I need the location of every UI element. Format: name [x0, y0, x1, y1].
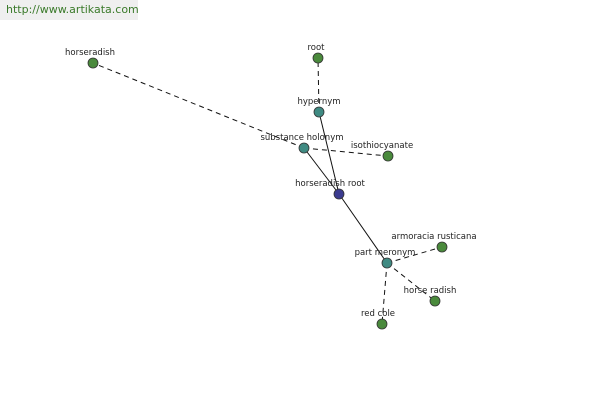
node-label-substance-holonym: substance holonym	[260, 133, 343, 143]
node-label-hypernym: hypernym	[297, 97, 340, 107]
graph-labels: horseradish root hypernym substance holony…	[65, 43, 477, 319]
node-label-red-cole: red cole	[361, 309, 395, 319]
node-label-root: root	[307, 43, 325, 53]
edge-hypernym-to-root	[317, 57, 320, 113]
graph-nodes	[87, 52, 448, 330]
edge-part-meronym-to-red-cole	[381, 262, 388, 325]
node-hypernym[interactable]	[313, 106, 325, 118]
node-horse-radish[interactable]	[429, 295, 441, 307]
node-isothiocyanate[interactable]	[382, 150, 394, 162]
site-watermark: http://www.artikata.com	[0, 0, 139, 20]
edge-horseradish-root-to-substance-holonym	[303, 147, 340, 195]
edge-substance-holonym-to-horseradish	[92, 62, 305, 149]
node-label-part-meronym: part meronym	[355, 248, 416, 258]
node-armoracia-rusticana[interactable]	[436, 241, 448, 253]
node-label-armoracia-rusticana: armoracia rusticana	[391, 232, 476, 242]
node-horseradish-root[interactable]	[333, 188, 345, 200]
node-label-isothiocyanate: isothiocyanate	[351, 141, 413, 151]
node-part-meronym[interactable]	[381, 257, 393, 269]
graph-edges	[92, 57, 443, 325]
node-substance-holonym[interactable]	[298, 142, 310, 154]
node-horseradish[interactable]	[87, 57, 99, 69]
node-root[interactable]	[312, 52, 324, 64]
node-red-cole[interactable]	[376, 318, 388, 330]
edge-part-meronym-to-armoracia-rusticana	[386, 246, 443, 264]
edge-horseradish-root-to-hypernym	[318, 111, 340, 195]
edge-horseradish-root-to-part-meronym	[338, 193, 388, 264]
node-label-horse-radish: horse radish	[404, 286, 457, 296]
edge-part-meronym-to-horse-radish	[386, 262, 436, 302]
node-label-horseradish-root: horseradish root	[295, 179, 365, 189]
node-label-horseradish: horseradish	[65, 48, 115, 58]
